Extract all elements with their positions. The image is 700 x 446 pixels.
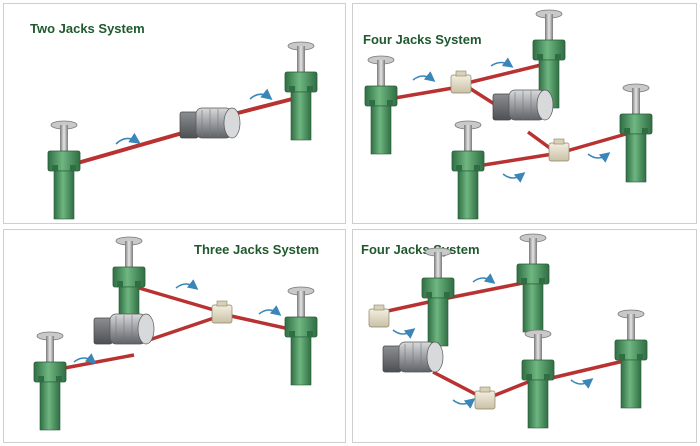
rotation-arrow-icon (412, 71, 436, 82)
screw-jack (619, 83, 653, 183)
drive-shaft (562, 130, 634, 154)
screw-jack (364, 55, 398, 155)
rotation-arrow-icon (258, 305, 282, 316)
three-jacks-diagram (33, 236, 318, 431)
bevel-gearbox (450, 70, 472, 94)
rotation-arrow-icon (587, 152, 611, 163)
panel-four-jacks-a: Four Jacks System (352, 3, 697, 224)
panel-title: Two Jacks System (30, 21, 145, 36)
panel-two-jacks: Two Jacks System (3, 3, 346, 224)
four-jacks-diagram-a (364, 9, 653, 220)
panel-three-jacks: Three Jacks System (3, 229, 346, 443)
rotation-arrow-icon (115, 132, 141, 145)
screw-jack (521, 329, 555, 429)
screw-jack (47, 120, 81, 220)
rotation-arrow-icon (570, 378, 594, 389)
panel-title: Four Jacks System (363, 32, 482, 47)
screw-jack (284, 286, 318, 386)
two-jacks-diagram (47, 41, 318, 220)
screw-jack (614, 309, 648, 409)
bevel-gearbox (474, 386, 496, 410)
motor-gearbox (492, 89, 554, 121)
drive-shaft (221, 312, 295, 332)
rotation-arrow-icon (490, 57, 514, 68)
rotation-arrow-icon (73, 353, 97, 364)
screw-jack (33, 331, 67, 431)
panel-title: Three Jacks System (194, 242, 320, 257)
rotation-arrow-icon (249, 88, 273, 100)
bevel-gearbox (368, 304, 390, 328)
motor-gearbox (382, 341, 444, 373)
rotation-arrow-icon (502, 172, 526, 183)
motor-gearbox (93, 313, 155, 345)
screw-jack (421, 247, 455, 347)
bevel-gearbox (211, 300, 233, 324)
screw-jack (516, 233, 550, 333)
motor-gearbox (179, 107, 241, 139)
rotation-arrow-icon (392, 328, 416, 339)
bevel-gearbox (548, 138, 570, 162)
rotation-arrow-icon (175, 279, 199, 290)
drive-shaft (138, 286, 215, 312)
panel-four-jacks-b: Four Jacks System (352, 229, 697, 443)
rotation-arrow-icon (472, 273, 496, 284)
drive-shaft (470, 152, 554, 169)
four-jacks-diagram-b (368, 233, 648, 429)
drive-shaft (542, 358, 629, 382)
drive-shaft (462, 62, 546, 86)
drive-shaft (148, 316, 215, 342)
rotation-arrow-icon (452, 398, 476, 409)
screw-jack (284, 41, 318, 141)
screw-jack (451, 120, 485, 220)
